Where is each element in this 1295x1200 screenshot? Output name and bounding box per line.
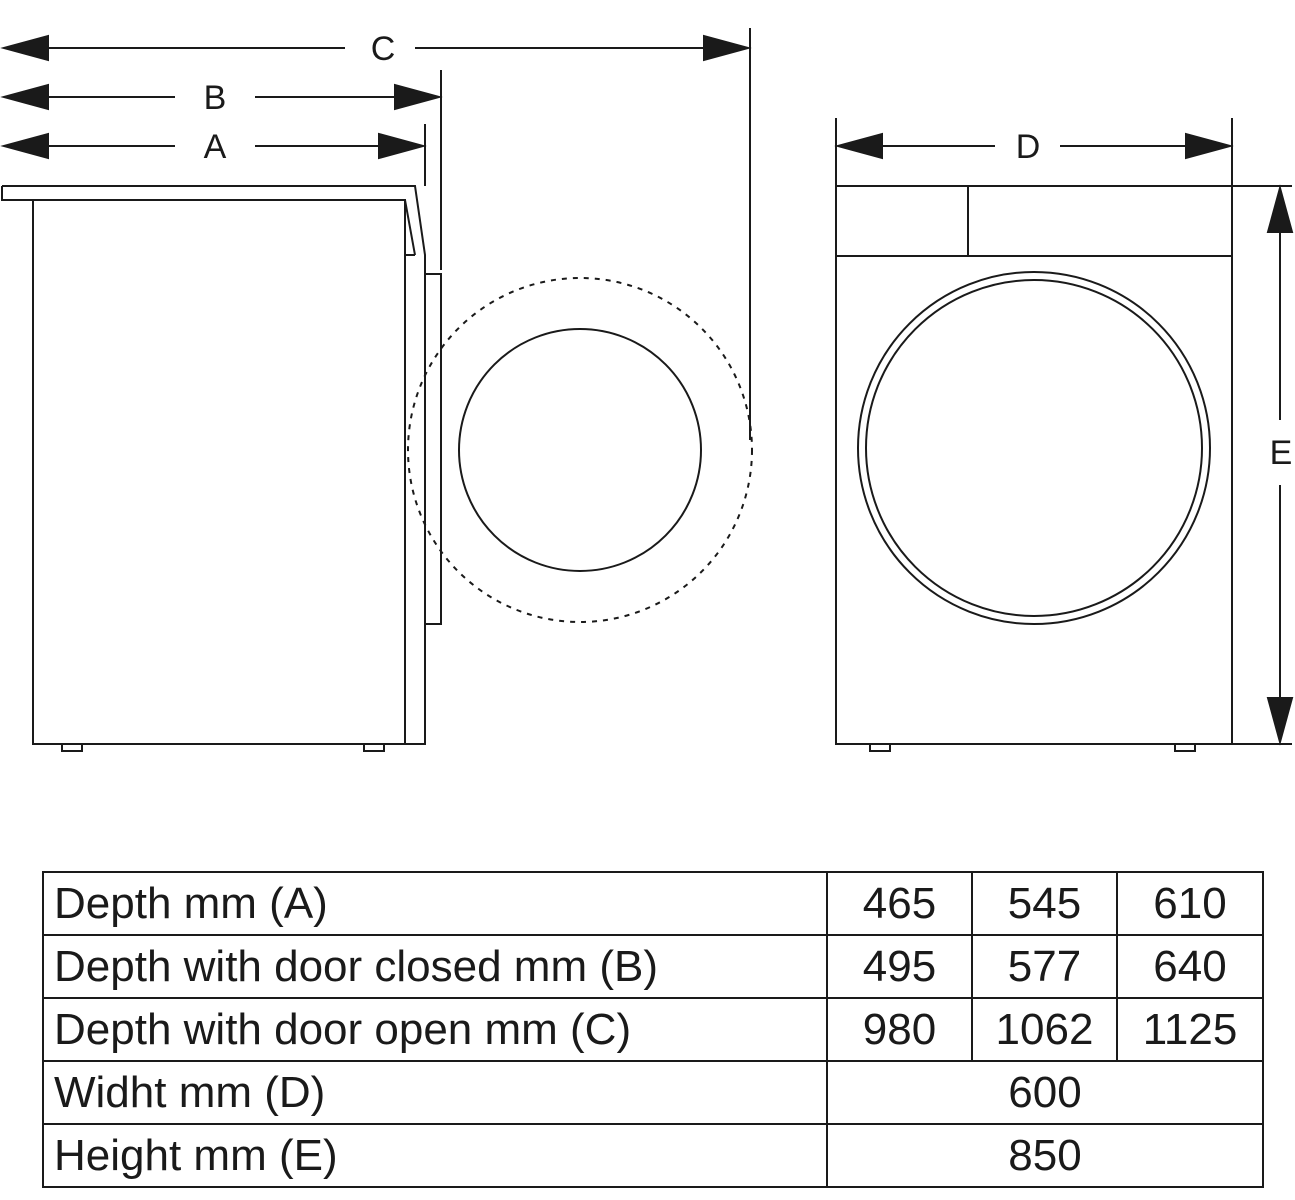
row-label: Height mm (E)	[42, 1123, 828, 1188]
table-row-width: Widht mm (D) 600	[42, 1060, 1264, 1125]
value-cell: 850	[826, 1123, 1264, 1188]
dimension-label-c: C	[371, 30, 396, 68]
front-view-foot-right	[1174, 743, 1196, 752]
value-cell: 577	[971, 934, 1118, 999]
row-label: Depth with door open mm (C)	[42, 997, 828, 1062]
dimension-label-e: E	[1270, 434, 1293, 472]
row-label: Depth mm (A)	[42, 871, 828, 936]
open-door-swing-outline	[407, 277, 753, 623]
value-cell: 1125	[1116, 997, 1264, 1062]
dimension-label-d: D	[1016, 128, 1041, 166]
row-label: Depth with door closed mm (B)	[42, 934, 828, 999]
front-view-door-outer	[857, 271, 1211, 625]
side-view-top-panel	[1, 185, 426, 745]
front-view-foot-left	[869, 743, 891, 752]
side-view-door-hinge	[424, 273, 442, 625]
front-view-body	[835, 185, 1233, 745]
front-view	[835, 185, 1233, 752]
value-cell: 545	[971, 871, 1118, 936]
dimension-label-a: A	[204, 128, 227, 166]
side-view	[1, 185, 753, 752]
value-cell: 600	[826, 1060, 1264, 1125]
value-cell: 640	[1116, 934, 1264, 999]
open-door-window	[458, 328, 702, 572]
table-row-height: Height mm (E) 850	[42, 1123, 1264, 1188]
side-view-foot-right	[363, 743, 385, 752]
dimension-label-b: B	[204, 79, 227, 117]
value-cell: 1062	[971, 997, 1118, 1062]
dimension-drawing: C B A D E	[0, 28, 1294, 752]
value-cell: 465	[826, 871, 973, 936]
value-cell: 980	[826, 997, 973, 1062]
side-view-foot-left	[61, 743, 83, 752]
side-view-body	[32, 199, 406, 745]
row-label: Widht mm (D)	[42, 1060, 828, 1125]
value-cell: 495	[826, 934, 973, 999]
table-row-depth: Depth mm (A) 465 545 610	[42, 871, 1264, 936]
table-row-depth-door-closed: Depth with door closed mm (B) 495 577 64…	[42, 934, 1264, 999]
value-cell: 610	[1116, 871, 1264, 936]
table-row-depth-door-open: Depth with door open mm (C) 980 1062 112…	[42, 997, 1264, 1062]
dimensions-table: Depth mm (A) 465 545 610 Depth with door…	[42, 871, 1264, 1188]
front-view-door-inner	[865, 279, 1203, 617]
